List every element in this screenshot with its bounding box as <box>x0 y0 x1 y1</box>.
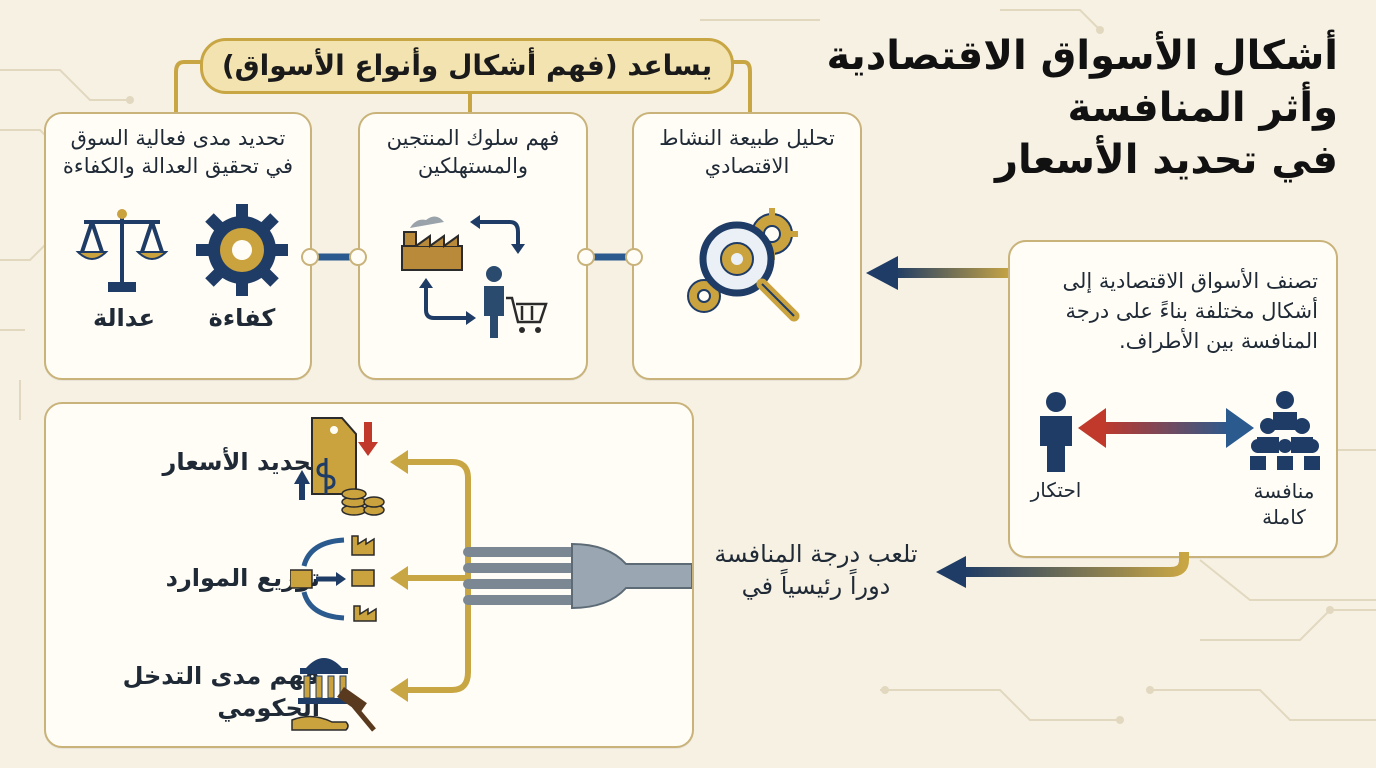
classification-card: تصنف الأسواق الاقتصادية إلى أشكال مختلفة… <box>1008 240 1338 558</box>
card-connector <box>301 248 367 266</box>
title-line-3: في تحديد الأسعار <box>994 137 1338 183</box>
page-title: أشكال الأسواق الاقتصادية وأثر المنافسة ف… <box>818 30 1338 186</box>
role-card: تحديد الأسعار توزيع الموارد فهم مدى التد… <box>44 402 694 748</box>
justice-label: عدالة <box>92 304 156 332</box>
card-connector <box>577 248 643 266</box>
competition-arrow <box>1078 408 1254 448</box>
role-text: تلعب درجة المنافسة دوراً رئيسياً في <box>714 540 918 600</box>
card-title: تحليل طبيعة النشاط الاقتصادي <box>659 126 835 178</box>
scale-icon <box>75 209 169 292</box>
card-economic-activity: تحليل طبيعة النشاط الاقتصادي <box>632 112 862 380</box>
helps-banner: يساعد (فهم أشكال وأنواع الأسواق) <box>200 38 734 94</box>
card-market-effectiveness: تحديد مدى فعالية السوق في تحقيق العدالة … <box>44 112 312 380</box>
gear-icon <box>196 204 288 296</box>
government-gavel-icon <box>291 658 376 732</box>
arrow-to-role <box>936 552 1189 588</box>
title-line-1: أشكال الأسواق الاقتصادية <box>826 33 1338 79</box>
card-producer-consumer: فهم سلوك المنتجين والمستهلكين <box>358 112 588 380</box>
arrow-to-cards <box>866 256 1012 290</box>
perfect-competition-group-icon <box>1250 391 1320 470</box>
efficiency-label: كفاءة <box>208 304 276 332</box>
role-item-label: فهم مدى التدخل الحكومي <box>122 662 320 722</box>
card-title: تحديد مدى فعالية السوق في تحقيق العدالة … <box>62 126 294 178</box>
role-item-label: تحديد الأسعار <box>162 448 320 476</box>
monopoly-label: احتكار <box>1030 478 1082 502</box>
resource-distribution-icon <box>290 535 377 622</box>
factory-shopper-cycle-icon <box>401 215 548 338</box>
perfect-competition-label: منافسة كاملة <box>1253 479 1315 529</box>
magnifier-gears-icon <box>687 208 800 322</box>
title-line-2: وأثر المنافسة <box>1067 85 1338 131</box>
price-tag-coins-icon <box>294 417 385 516</box>
classification-text: تصنف الأسواق الاقتصادية إلى أشكال مختلفة… <box>1062 269 1318 353</box>
card-title: فهم سلوك المنتجين والمستهلكين <box>386 126 560 178</box>
monopoly-person-icon <box>1040 392 1072 472</box>
role-connector <box>390 450 692 702</box>
